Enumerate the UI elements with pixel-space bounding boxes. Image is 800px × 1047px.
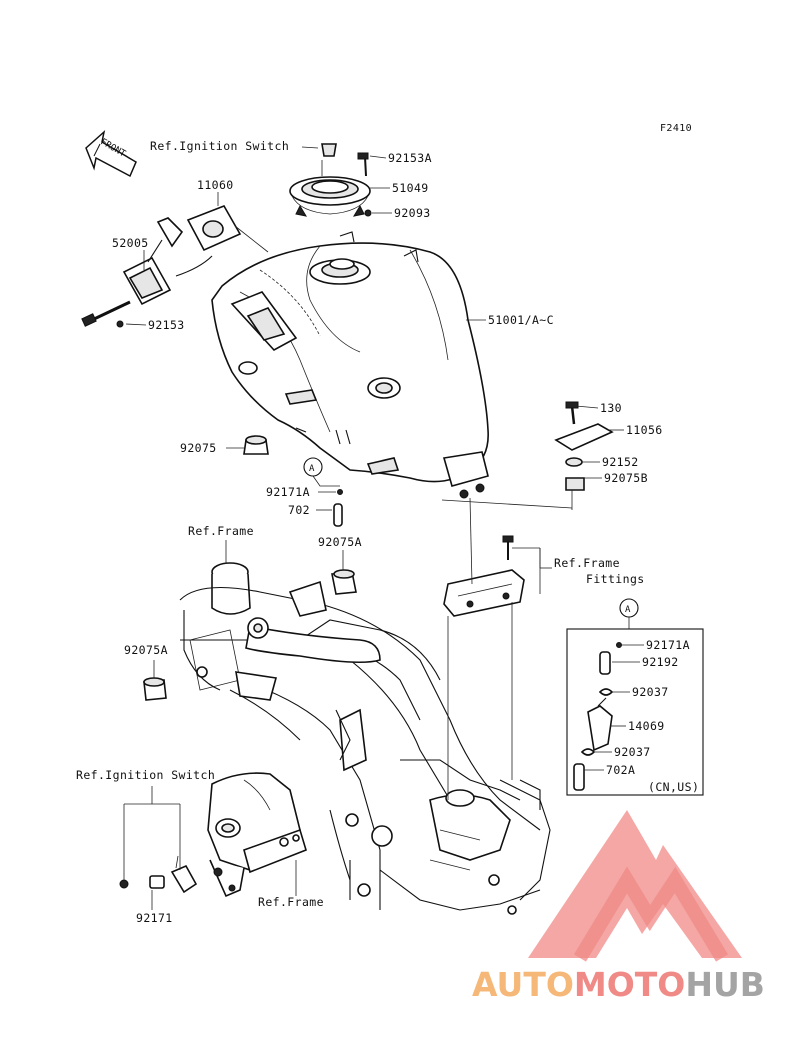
- label-92153: 92153: [148, 318, 185, 332]
- label-702: 702: [288, 503, 310, 517]
- inset-label-92171A: 92171A: [646, 638, 690, 652]
- label-92075B: 92075B: [604, 471, 648, 485]
- inset-cn-us: A: [566, 598, 704, 796]
- ignition-bracket: [119, 772, 307, 898]
- inset-label-92037-a: 92037: [632, 685, 669, 699]
- frame-fittings-bracket: [443, 497, 525, 800]
- label-92075A-left: 92075A: [124, 643, 168, 657]
- leader-lines: [123, 146, 644, 910]
- rubber-damper-92075: [243, 435, 269, 455]
- ref-frame-fittings-line2: Fittings: [586, 572, 645, 586]
- watermark-text: AUTOMOTOHUB: [472, 965, 765, 1004]
- label-51001: 51001/A~C: [488, 313, 554, 327]
- ref-ignition-switch-bottom: Ref.Ignition Switch: [76, 768, 215, 782]
- front-arrow: FRONT: [85, 129, 137, 178]
- label-92152: 92152: [602, 455, 639, 469]
- watermark-part-moto: MOTO: [574, 965, 685, 1004]
- inset-marker-label: A: [625, 605, 631, 615]
- rubber-92075A-mid: [331, 569, 357, 595]
- ref-frame-top: Ref.Frame: [188, 524, 254, 538]
- inset-label-14069: 14069: [628, 719, 665, 733]
- inset-label-92192: 92192: [642, 655, 679, 669]
- label-92075-top: 92075: [180, 441, 217, 455]
- label-130: 130: [600, 401, 622, 415]
- label-92153A: 92153A: [388, 151, 432, 165]
- watermark-part-auto: AUTO: [472, 965, 574, 1004]
- figure-code: F2410: [660, 123, 692, 134]
- inset-label-702A: 702A: [606, 763, 635, 777]
- label-51049: 51049: [392, 181, 429, 195]
- rear-bracket: [554, 401, 614, 491]
- label-92171: 92171: [136, 911, 173, 925]
- rubber-92075A-left: [143, 677, 167, 701]
- callout-a-marker: A: [303, 457, 340, 487]
- ref-frame-bottom: Ref.Frame: [258, 895, 324, 909]
- label-11056: 11056: [626, 423, 663, 437]
- svg-text:AUTOMOTOHUB: AUTOMOTOHUB: [472, 965, 765, 1004]
- fuel-pump-assembly: [81, 205, 242, 328]
- callout-a-label: A: [309, 464, 315, 474]
- ref-ignition-switch-top: Ref.Ignition Switch: [150, 139, 289, 153]
- label-11060: 11060: [197, 178, 234, 192]
- watermark-part-hub: HUB: [685, 965, 765, 1004]
- inset-region-note: (CN,US): [648, 780, 699, 794]
- label-92075A-mid: 92075A: [318, 535, 362, 549]
- fuel-cap-assembly: [289, 143, 372, 217]
- watermark-logo: [528, 810, 742, 962]
- inset-label-92037-b: 92037: [614, 745, 651, 759]
- label-92171A: 92171A: [266, 485, 310, 499]
- ref-frame-fittings-line1: Ref.Frame: [554, 556, 620, 570]
- frame: [179, 562, 551, 915]
- fuel-tank: [211, 225, 489, 499]
- labels: Ref.Ignition Switch 92153A 51049 92093 1…: [76, 139, 699, 925]
- label-92093: 92093: [394, 206, 431, 220]
- clip-702: [333, 489, 343, 527]
- label-52005: 52005: [112, 236, 149, 250]
